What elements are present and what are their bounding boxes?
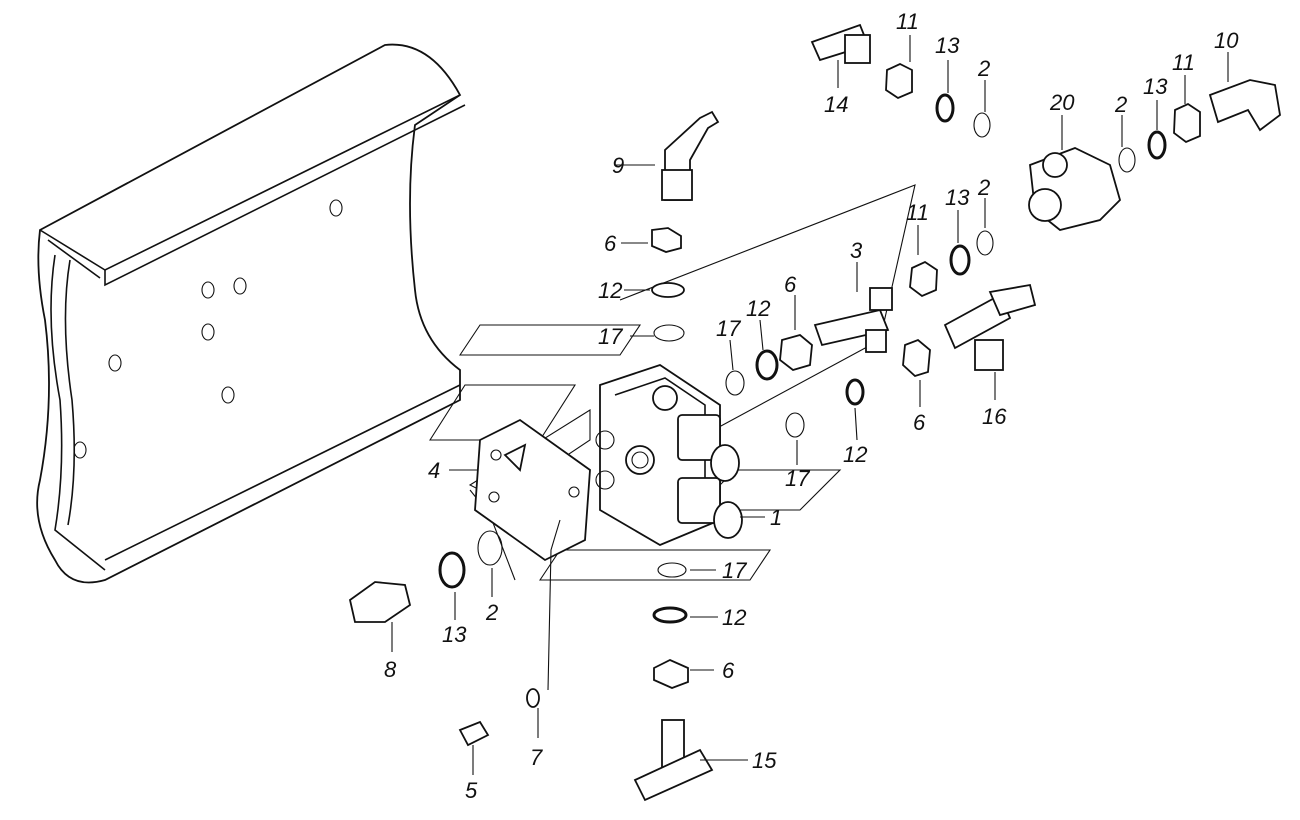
label-17: 17 xyxy=(716,316,741,341)
label-6: 6 xyxy=(784,272,797,297)
label-6: 6 xyxy=(913,410,926,435)
label-8: 8 xyxy=(384,657,397,682)
valve-block xyxy=(595,364,743,547)
label-6: 6 xyxy=(722,658,735,683)
label-3: 3 xyxy=(850,238,863,263)
label-17: 17 xyxy=(598,324,623,349)
label-1: 1 xyxy=(770,505,782,530)
label-16: 16 xyxy=(982,404,1007,429)
label-13: 13 xyxy=(1143,74,1168,99)
label-12: 12 xyxy=(843,442,867,467)
label-12: 12 xyxy=(598,278,622,303)
label-11: 11 xyxy=(896,9,919,34)
label-12: 12 xyxy=(722,605,746,630)
leader-lines xyxy=(391,35,1229,775)
label-6: 6 xyxy=(604,231,617,256)
mounting-bracket xyxy=(36,43,466,584)
label-2: 2 xyxy=(485,600,498,625)
label-5: 5 xyxy=(465,778,478,803)
label-11: 11 xyxy=(1172,50,1195,75)
mounting-plate xyxy=(474,418,591,562)
label-13: 13 xyxy=(442,622,467,647)
label-2: 2 xyxy=(1114,92,1127,117)
label-7: 7 xyxy=(530,745,543,770)
label-17: 17 xyxy=(785,466,810,491)
label-9: 9 xyxy=(612,153,624,178)
label-11: 11 xyxy=(906,200,929,225)
label-17: 17 xyxy=(722,558,747,583)
fittings xyxy=(348,23,1281,802)
callout-labels: 1 2 2 2 2 3 4 5 6 6 6 6 7 8 9 10 11 11 1… xyxy=(384,9,1239,803)
label-20: 20 xyxy=(1049,90,1075,115)
label-12: 12 xyxy=(746,296,770,321)
label-15: 15 xyxy=(752,748,777,773)
label-13: 13 xyxy=(935,33,960,58)
label-13: 13 xyxy=(945,185,970,210)
label-14: 14 xyxy=(824,92,848,117)
label-2: 2 xyxy=(977,175,990,200)
label-10: 10 xyxy=(1214,28,1239,53)
label-4: 4 xyxy=(428,458,440,483)
label-2: 2 xyxy=(977,56,990,81)
